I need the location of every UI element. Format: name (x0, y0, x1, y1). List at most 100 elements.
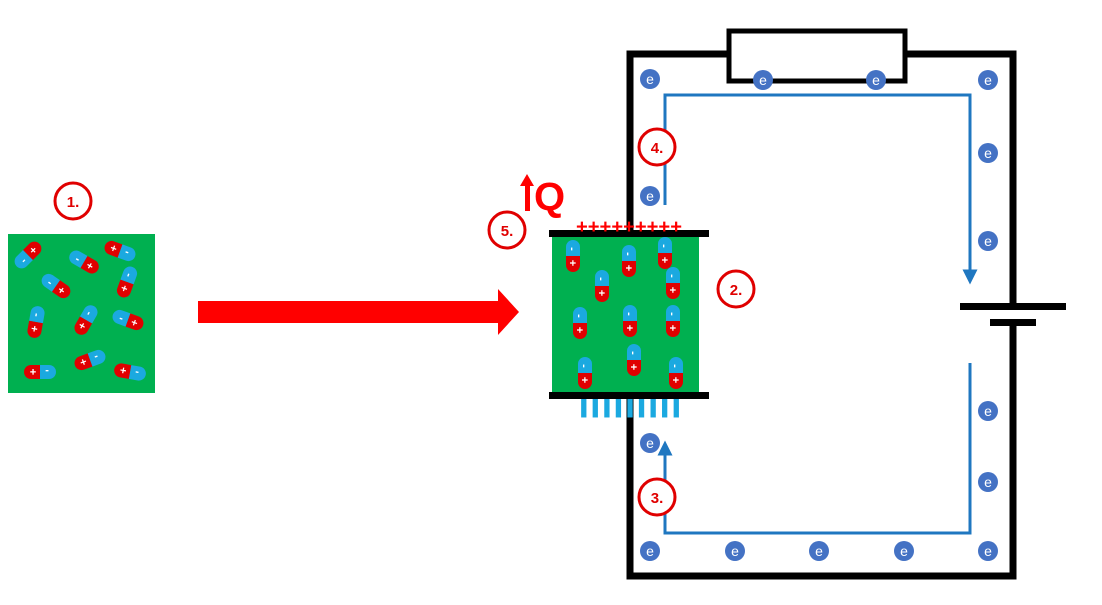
electron-icon: e (640, 433, 660, 453)
dipole-icon: -+ (666, 305, 680, 337)
heat-release: Q (520, 174, 565, 219)
svg-text:+: + (666, 325, 678, 331)
svg-text:+: + (669, 377, 681, 383)
svg-text:-: - (566, 247, 578, 251)
svg-text:+: + (30, 365, 36, 377)
random-dipoles: -+-+-+-+-+-+-+-+-+-+-+ (14, 240, 146, 381)
svg-text:e: e (646, 71, 654, 87)
step-label-4: 4. (637, 127, 677, 167)
dipole-icon: -+ (27, 306, 45, 338)
current-arrow-top (663, 93, 978, 285)
svg-text:-: - (578, 364, 590, 368)
electron-icon: e (753, 70, 773, 90)
svg-text:+: + (119, 363, 127, 376)
svg-text:-: - (134, 366, 140, 379)
step-label-3-text: 3. (651, 490, 664, 507)
dipole-icon: -+ (658, 237, 672, 269)
svg-text:+: + (109, 241, 119, 254)
svg-text:+: + (84, 260, 96, 274)
electron-icon: e (725, 541, 745, 561)
electron-icon: e (978, 541, 998, 561)
dipole-icon: -+ (595, 270, 609, 302)
svg-text:+: + (117, 283, 130, 293)
svg-text:+: + (658, 257, 670, 263)
electron-icon: e (978, 472, 998, 492)
dipole-icon: -+ (627, 344, 641, 376)
arrow-right-icon (198, 289, 519, 335)
step-label-2: 2. (716, 269, 756, 309)
dipole-icon: -+ (669, 357, 683, 389)
svg-text:e: e (731, 543, 739, 559)
svg-text:e: e (984, 543, 992, 559)
svg-text:-: - (595, 277, 607, 281)
svg-text:e: e (646, 435, 654, 451)
svg-text:+: + (75, 320, 89, 332)
step-label-4-text: 4. (651, 140, 664, 157)
current-arrow-bottom (657, 363, 972, 535)
electron-icon: e (978, 143, 998, 163)
step-label-2-text: 2. (730, 282, 743, 299)
svg-text:-: - (30, 312, 43, 318)
svg-text:-: - (623, 312, 635, 316)
electron-icon: e (978, 401, 998, 421)
electron-icon: e (866, 70, 886, 90)
electron-icon: e (894, 541, 914, 561)
svg-text:-: - (73, 253, 82, 265)
electron-icon: e (809, 541, 829, 561)
aligned-dipoles: -+-+-+-+-+-+-+-+-+-+-+ (566, 237, 683, 389)
heat-label: Q (534, 175, 565, 219)
unpolarized-dielectric: -+-+-+-+-+-+-+-+-+-+-+ (8, 234, 155, 393)
dipole-icon: -+ (622, 245, 636, 277)
battery-icon (960, 303, 1066, 326)
svg-text:e: e (984, 474, 992, 490)
arrow-up-icon (520, 174, 534, 211)
svg-text:-: - (123, 246, 131, 259)
svg-text:+: + (573, 327, 585, 333)
svg-text:-: - (45, 365, 49, 377)
dipole-icon: -+ (74, 305, 98, 335)
capacitor-top-plate (549, 230, 709, 237)
svg-text:-: - (573, 314, 585, 318)
dipole-icon: -+ (69, 250, 99, 274)
dipole-icon: -+ (74, 349, 106, 371)
svg-text:e: e (984, 145, 992, 161)
svg-text:+: + (78, 355, 88, 368)
svg-text:e: e (815, 543, 823, 559)
dipole-icon: -+ (104, 240, 136, 262)
bottom-plate-charges: ||||||||| (578, 397, 682, 418)
svg-text:e: e (759, 72, 767, 88)
svg-text:-: - (122, 271, 135, 279)
step-label-1-text: 1. (67, 194, 80, 211)
dipole-icon: -+ (24, 365, 56, 379)
electrons: e e e e e e e e e e e e e e e (640, 69, 998, 561)
dipole-icon: -+ (623, 305, 637, 337)
svg-text:+: + (27, 325, 40, 333)
electron-icon: e (978, 70, 998, 90)
svg-text:-: - (45, 277, 55, 289)
svg-text:e: e (646, 188, 654, 204)
electron-icon: e (640, 186, 660, 206)
electron-icon: e (640, 541, 660, 561)
svg-text:-: - (18, 255, 29, 266)
svg-text:e: e (646, 543, 654, 559)
svg-text:e: e (984, 72, 992, 88)
svg-text:+: + (627, 364, 639, 370)
dipole-icon: -+ (666, 267, 680, 299)
dipole-icon: -+ (566, 240, 580, 272)
svg-text:+: + (566, 260, 578, 266)
svg-text:-: - (92, 350, 100, 363)
dipole-icon: -+ (573, 307, 587, 339)
dipole-icon: -+ (116, 266, 138, 298)
top-plate-charges: +++++++++ (576, 217, 682, 238)
svg-text:+: + (129, 317, 139, 330)
svg-text:+: + (595, 290, 607, 296)
step-label-5: 5. (487, 210, 527, 250)
electron-icon: e (640, 69, 660, 89)
svg-text:-: - (82, 309, 94, 318)
svg-text:+: + (578, 377, 590, 383)
step-label-3: 3. (637, 477, 677, 517)
svg-text:-: - (117, 312, 125, 325)
electron-icon: e (978, 231, 998, 251)
svg-text:e: e (984, 233, 992, 249)
dipole-icon: -+ (114, 363, 146, 381)
